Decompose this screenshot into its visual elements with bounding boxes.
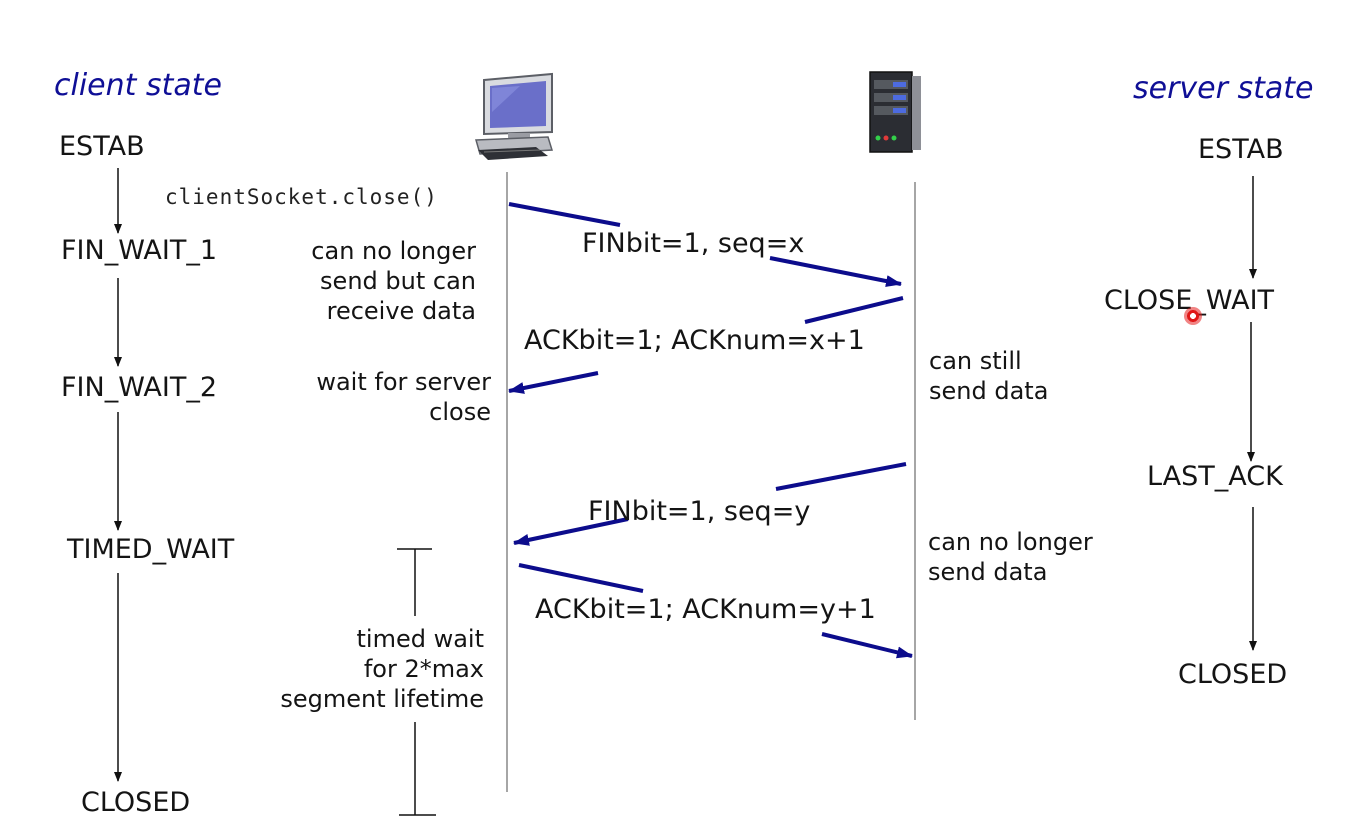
server-tower-icon (869, 71, 921, 153)
client-state-fin-wait-2: FIN_WAIT_2 (61, 372, 218, 403)
fin-y-arrow-end (513, 517, 629, 546)
client-state-timed-wait: TIMED_WAIT (67, 534, 235, 565)
client-state-closed: CLOSED (81, 787, 191, 818)
server-state-header: server state (1133, 71, 1314, 106)
ack-x-arrow-end (508, 371, 599, 394)
fin-x-arrow-end (769, 256, 902, 287)
note-last-ack: can no longer send data (928, 528, 1093, 586)
client-socket-close-call: clientSocket.close() (165, 185, 438, 209)
message-ack-x: ACKbit=1; ACKnum=x+1 (524, 325, 865, 356)
desktop-computer-icon (475, 72, 553, 160)
message-fin-x: FINbit=1, seq=x (582, 228, 805, 259)
server-state-last-ack: LAST_ACK (1147, 461, 1283, 492)
ack-y-arrow-start (518, 563, 644, 593)
server-state-estab: ESTAB (1198, 134, 1284, 165)
fin-y-arrow-start (775, 462, 907, 491)
note-close-wait: can still send data (929, 347, 1049, 405)
client-state-fin-wait-1: FIN_WAIT_1 (61, 235, 218, 266)
ack-y-arrow-end (821, 632, 913, 659)
note-fin-wait-1: can no longer send but can receive data (311, 237, 476, 325)
client-state-header: client state (54, 68, 222, 103)
message-arrows (508, 202, 913, 659)
fin-x-arrow-start (508, 202, 621, 227)
ack-x-arrow-start (804, 296, 904, 324)
message-fin-y: FINbit=1, seq=y (588, 496, 811, 527)
timed-wait-bracket (397, 548, 436, 816)
pointer-cursor (1184, 307, 1202, 325)
note-timed-wait: timed wait for 2*max segment lifetime (280, 625, 484, 713)
server-state-closed: CLOSED (1178, 659, 1288, 690)
server-state-arrows (1247, 176, 1257, 651)
message-ack-y: ACKbit=1; ACKnum=y+1 (535, 594, 876, 625)
client-state-estab: ESTAB (59, 131, 145, 162)
note-fin-wait-2: wait for server close (316, 368, 491, 426)
